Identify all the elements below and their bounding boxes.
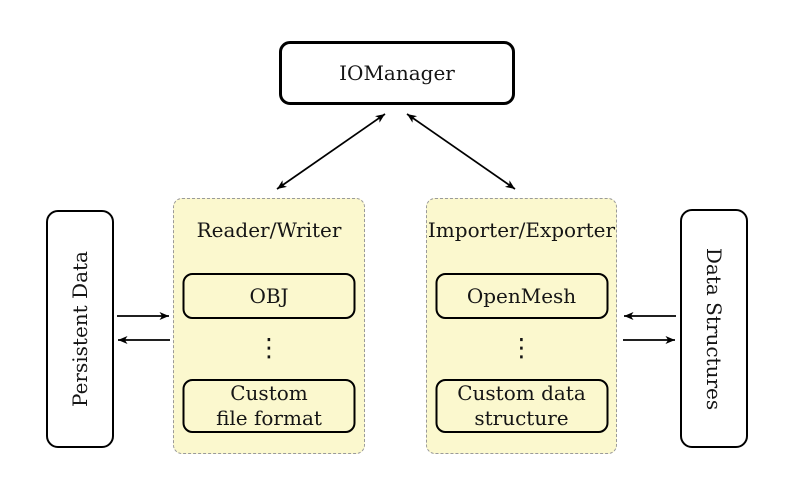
node-iomanager: IOManager [279, 41, 515, 105]
node-custom-data-structure-line2: structure [474, 406, 569, 430]
node-persistent-data: Persistent Data [46, 210, 114, 448]
node-custom-file-format-line1: Custom [230, 381, 308, 405]
node-openmesh-label: OpenMesh [466, 284, 577, 308]
node-custom-file-format: Custom file format [182, 379, 356, 433]
group-reader-writer-title: Reader/Writer [196, 218, 342, 242]
node-custom-data-structure-line1: Custom data [457, 381, 586, 405]
node-custom-data-structure: Custom data structure [435, 379, 608, 433]
node-persistent-data-label: Persistent Data [68, 251, 93, 407]
node-data-structures: Data Structures [680, 209, 748, 448]
node-openmesh: OpenMesh [435, 273, 608, 319]
node-obj-label: OBJ [249, 284, 289, 308]
arrow-iomanager-importerexporter [406, 113, 516, 190]
node-iomanager-label: IOManager [339, 61, 455, 85]
node-obj: OBJ [182, 273, 356, 319]
group-importer-exporter: Importer/Exporter OpenMesh ⋮ Custom data… [426, 198, 617, 454]
node-custom-file-format-line2: file format [216, 406, 322, 430]
node-data-structures-label: Data Structures [702, 247, 726, 410]
group-reader-writer: Reader/Writer OBJ ⋮ Custom file format [173, 198, 365, 454]
vertical-dots: ⋮ [256, 333, 282, 362]
group-importer-exporter-title: Importer/Exporter [427, 218, 616, 242]
vertical-dots: ⋮ [509, 333, 534, 362]
arrow-iomanager-readerwriter [276, 113, 386, 190]
